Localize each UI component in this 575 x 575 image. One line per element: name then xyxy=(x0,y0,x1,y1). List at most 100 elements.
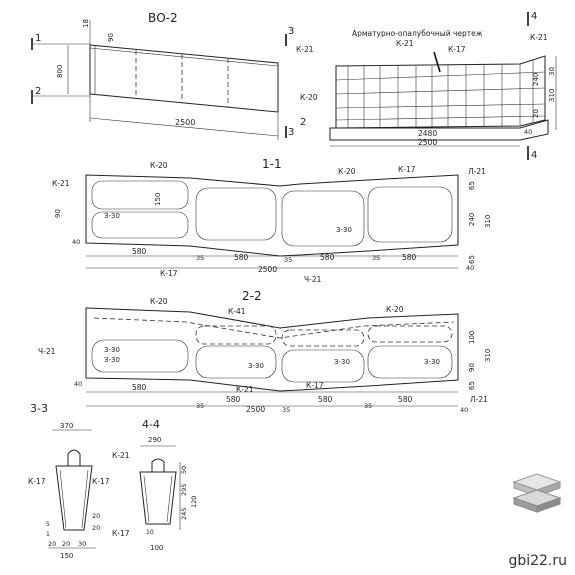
view-vo2: ВО-2 1 2 800 18 90 2500 3 3 2 xyxy=(31,11,306,140)
cage-bar-3 xyxy=(335,103,546,109)
s22-label-z30-4: З-30 xyxy=(334,358,350,366)
s11-label-k17-top: К-17 xyxy=(398,165,416,174)
cage-dim-20: 20 xyxy=(532,109,540,118)
cage-base xyxy=(329,119,549,141)
s33-dim-20: 20 xyxy=(92,512,100,520)
s33-dim-20-bottom-2: 20 xyxy=(62,540,70,548)
s22-dim-40-left: 40 xyxy=(74,380,82,388)
s44-inner-left xyxy=(143,475,150,523)
s33-profile xyxy=(55,465,93,531)
s22-label-ch21: Ч-21 xyxy=(38,347,56,356)
section-2-2: 2-2 К-20 К-20 К-41 Ч-21 З-30 З-30 З-30 З… xyxy=(38,289,492,414)
cage-label-k17: К-17 xyxy=(448,45,466,54)
view-vo2-title: ВО-2 xyxy=(148,11,178,25)
cut-4-label-top: 4 xyxy=(531,11,537,22)
cell-1-bottom xyxy=(91,211,189,239)
cage-label-k21-left: К-21 xyxy=(296,45,314,54)
s11-dim-580-1: 580 xyxy=(132,247,147,256)
s22-cell-1 xyxy=(91,339,189,373)
s44-dim-50: 50 xyxy=(180,466,188,474)
s11-dim-65-bottom: 65 xyxy=(468,255,476,264)
section-2-2-outline xyxy=(85,307,459,392)
cage-dim-40: 40 xyxy=(524,128,532,136)
cut-2-label-right: 2 xyxy=(300,117,306,128)
s44-dim-10: 10 xyxy=(146,529,154,536)
s44-dim-120: 120 xyxy=(190,496,198,508)
s33-inner-left xyxy=(59,469,67,529)
s22-dim-90: 90 xyxy=(468,363,476,372)
s44-dim-295: 295 xyxy=(180,484,188,496)
dim-18: 18 xyxy=(82,19,90,28)
section-1-1: 1-1 К-20 К-20 К-17 Л-21 К-21 З-30 З-30 К… xyxy=(52,157,492,284)
s11-label-k17-bottom: К-17 xyxy=(160,269,178,278)
s33-dim-150: 150 xyxy=(60,552,73,560)
cage-outline xyxy=(335,55,546,129)
cut-3-label-bottom: 3 xyxy=(288,127,294,138)
s11-label-z30-right: З-30 xyxy=(336,226,352,234)
watermark: gbi22.ru xyxy=(508,553,567,569)
cut-4-label-bottom: 4 xyxy=(531,150,537,161)
s33-dim-370: 370 xyxy=(60,422,73,430)
s11-dim-580-4: 580 xyxy=(402,253,417,262)
cell-3 xyxy=(281,190,365,247)
s22-upper-cell-2 xyxy=(195,325,277,345)
section-2-2-title: 2-2 xyxy=(242,289,262,303)
s22-dim-40-right: 40 xyxy=(460,406,468,414)
s44-dim-245: 245 xyxy=(180,508,188,520)
s22-dim-2500: 2500 xyxy=(246,405,265,414)
cage-dim-240: 240 xyxy=(532,73,540,86)
section-3-3: 3-3 370 К-17 К-17 20 20 20 20 30 150 1 5 xyxy=(28,402,110,560)
s22-cell-4 xyxy=(367,345,453,379)
s11-dim-65-top: 65 xyxy=(468,181,476,190)
cut-1-label: 1 xyxy=(35,33,41,44)
s33-dim-5: 5 xyxy=(46,521,50,528)
cage-bar-2 xyxy=(335,87,546,95)
s11-dim-580-3: 580 xyxy=(320,253,335,262)
s11-dim-90: 90 xyxy=(54,209,62,218)
s11-label-z30-left: З-30 xyxy=(104,212,120,220)
cage-label-k20: К-20 xyxy=(300,93,318,102)
s22-label-z30-1: З-30 xyxy=(104,346,120,354)
cell-1-top xyxy=(91,180,189,210)
s22-upper-cell-3 xyxy=(281,329,365,347)
cage-dim-2480: 2480 xyxy=(418,129,437,138)
s22-cell-2 xyxy=(195,345,277,379)
s11-dim-240: 240 xyxy=(468,213,476,226)
s11-dim-150: 150 xyxy=(154,193,162,206)
s22-dim-100: 100 xyxy=(468,331,476,344)
dim-90-top: 90 xyxy=(107,33,115,42)
s22-dim-580-3: 580 xyxy=(318,395,333,404)
s11-dim-35-1: 35 xyxy=(196,254,204,262)
s22-dim-580-1: 580 xyxy=(132,383,147,392)
cut-3-label-top: 3 xyxy=(288,26,294,37)
s11-label-k21: К-21 xyxy=(52,179,70,188)
s22-label-k20-right: К-20 xyxy=(386,305,404,314)
dim-800: 800 xyxy=(56,65,64,78)
cage-title: Арматурно-опалубочный чертеж xyxy=(352,29,483,38)
s11-dim-580-2: 580 xyxy=(234,253,249,262)
s22-cell-3 xyxy=(281,349,365,383)
s22-label-z30-3: З-30 xyxy=(248,362,264,370)
s44-label-k21: К-21 xyxy=(112,451,130,460)
cage-stirrups xyxy=(347,60,534,128)
dim-2500-line xyxy=(89,117,279,137)
s44-profile xyxy=(139,471,177,525)
s22-label-k21: К-21 xyxy=(236,385,254,394)
s44-label-k17: К-17 xyxy=(112,529,130,538)
s44-top-hook xyxy=(151,458,165,472)
s22-label-z30-2: З-30 xyxy=(104,356,120,364)
s33-dim-30-bottom: 30 xyxy=(78,540,86,548)
cut-2-label: 2 xyxy=(35,86,41,97)
cage-label-k21-mid: К-21 xyxy=(396,39,414,48)
s44-inner-right xyxy=(166,475,173,523)
view-cage: Арматурно-опалубочный чертеж К-21 К-21 К… xyxy=(296,11,557,161)
stacked-slabs-icon xyxy=(512,473,562,513)
cell-4 xyxy=(367,186,453,243)
s22-dim-65: 65 xyxy=(468,381,476,390)
s11-dim-40: 40 xyxy=(72,238,80,246)
s22-label-k17: К-17 xyxy=(306,381,324,390)
cage-bar-4 xyxy=(335,115,546,121)
s33-inner-right xyxy=(81,469,89,529)
s33-label-k17-right: К-17 xyxy=(92,477,110,486)
s22-dim-310: 310 xyxy=(484,349,492,362)
